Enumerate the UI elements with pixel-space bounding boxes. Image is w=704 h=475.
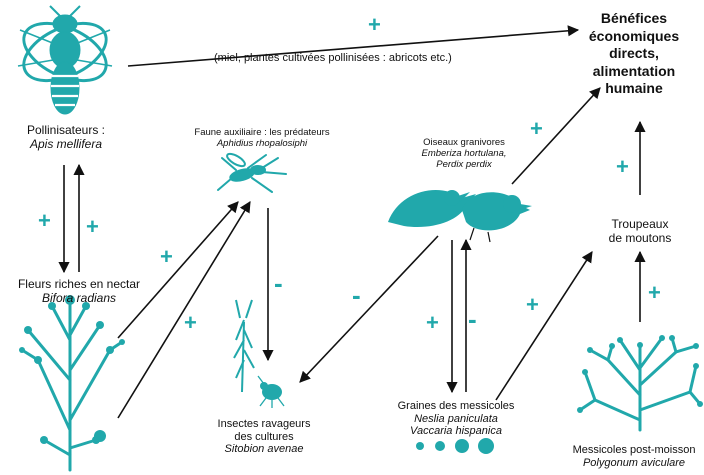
seeds-label: Graines des messicoles Neslia paniculata… [392,400,520,438]
minus-sign-seeds-birds: - [468,304,477,334]
sheep-line-2: de moutons [608,230,672,245]
pests-line-2: des cultures [234,430,294,443]
seeds-species-2: Vaccaria hispanica [410,425,502,438]
birds-title: Oiseaux granivores [423,137,505,148]
flowers-species: Bifora radians [41,290,117,305]
flowering-plant-icon [19,295,125,472]
benefits-label: Bénéfices économiques directs, alimentat… [572,10,696,98]
plus-sign-birds-benefits: + [530,116,543,141]
minus-sign-predators-pests: - [274,268,283,298]
pests-line-1: Insectes ravageurs [217,418,311,430]
benefits-line-5: humaine [605,80,663,96]
birds-species-2: Perdix perdix [436,158,492,170]
arrow-flowers-to-predators [117,201,239,339]
benefits-line-1: Bénéfices [600,10,668,26]
flowers-title: Fleurs riches en nectar [17,277,141,291]
arrows [58,25,646,419]
shrub-icon [577,335,703,432]
auxiliary-label: Faune auxiliaire : les prédateurs Aphidi… [176,127,348,150]
birds-icon [388,190,532,243]
flowers-label: Fleurs riches en nectar Bifora radians [4,277,154,306]
plus-sign-flowers-predators-2: + [184,310,197,335]
plus-sign-bee-benefits: + [368,12,381,37]
arrow-bee-to-benefits [127,25,580,67]
plus-sign-seeds-sheep: + [526,292,539,317]
seeds-title: Graines des messicoles [397,400,515,412]
birds-species-1: Emberiza hortulana, [421,147,507,159]
bee-icon [17,5,113,115]
pests-label: Insectes ravageurs des cultures Sitobion… [206,418,322,456]
plus-sign-flowers-predators: + [160,244,173,269]
seeds-species-1: Neslia paniculata [414,412,498,425]
pollinators-title: Pollinisateurs : [26,123,106,137]
auxiliary-title: Faune auxiliaire : les prédateurs [194,127,330,138]
arrow-birds-to-pests [299,235,439,383]
arrow-flowers-to-predators-2 [117,201,251,419]
pollinators-species: Apis mellifera [29,136,103,151]
seeds-icon [416,438,494,454]
arrow-seeds-to-sheep [495,251,593,401]
benefits-line-2: économiques [588,27,680,44]
pests-species: Sitobion avenae [224,443,304,456]
auxiliary-species: Aphidius rhopalosiphi [216,137,308,149]
plus-sign-bee-flowers: + [38,208,51,233]
postharvest-title: Messicoles post-moisson [572,444,696,456]
plus-sign-postharvest-sheep: + [648,280,661,305]
benefits-line-4: alimentation [592,62,676,79]
plus-sign-sheep-benefits: + [616,154,629,179]
bee-benefits-note: (miel, plantes cultivées pollinisées : a… [214,52,452,64]
sheep-label: Troupeaux de moutons [596,217,684,246]
sheep-line-1: Troupeaux [611,217,669,231]
wasp-icon [217,152,287,193]
plus-sign-birds-seeds: + [426,310,439,335]
aphid-on-wheat-icon [233,299,285,408]
pollinators-label: Pollinisateurs : Apis mellifera [14,123,118,152]
postharvest-species: Polygonum aviculare [582,456,686,469]
minus-sign-birds-pests: - [352,280,361,310]
postharvest-label: Messicoles post-moisson Polygonum avicul… [566,444,702,469]
birds-label: Oiseaux granivores Emberiza hortulana, P… [408,137,520,171]
benefits-line-3: directs, [609,45,659,61]
plus-sign-flowers-bee: + [86,214,99,239]
arrow-birds-to-benefits [511,87,601,185]
